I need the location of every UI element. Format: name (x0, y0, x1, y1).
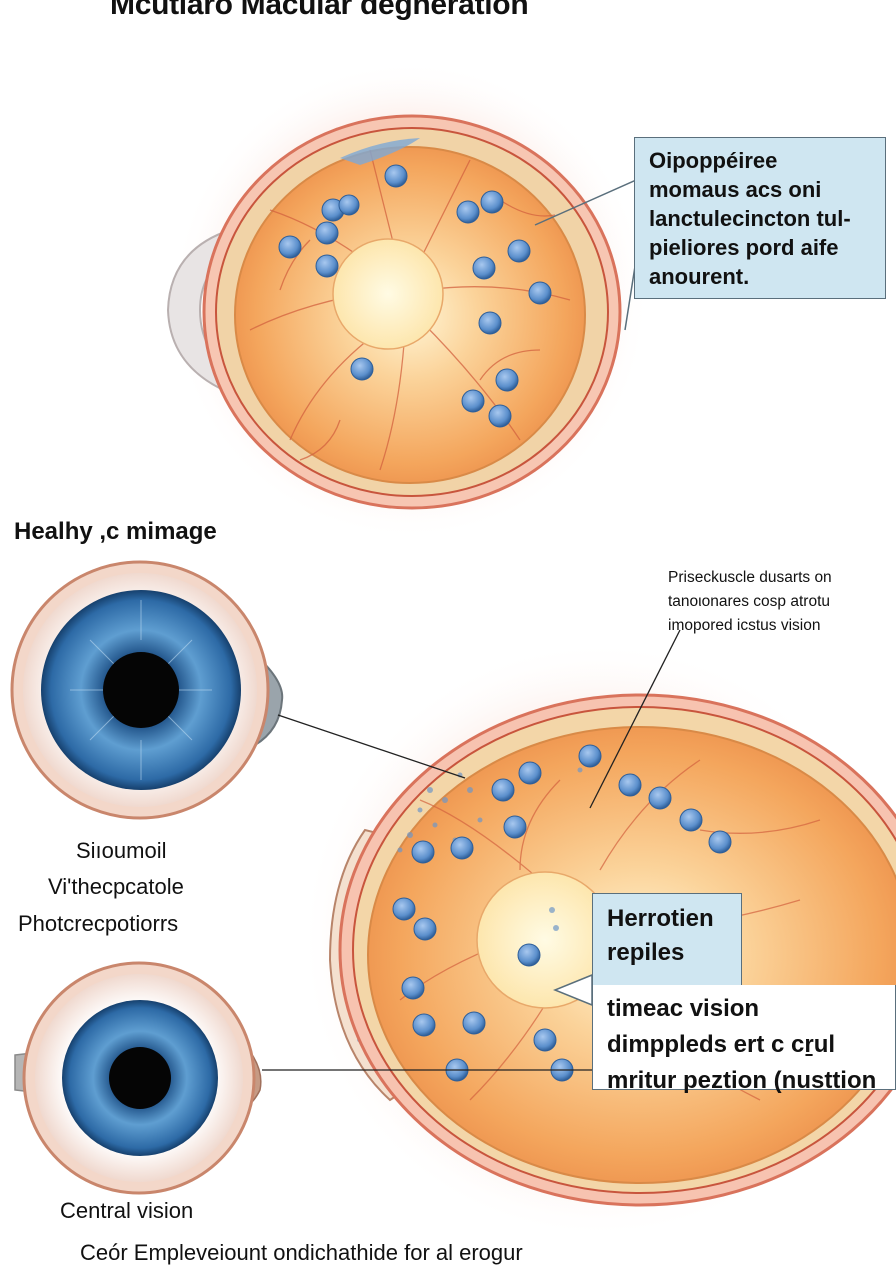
bottom-callout-line: Herrotien (607, 905, 714, 932)
top-callout-line: lanctulecincton tul- (649, 206, 851, 231)
bottom-callout-line: timeac vision (607, 995, 760, 1022)
central-vision-label: Central vision (60, 1198, 194, 1223)
bottom-callout-bottom: timeac vision dimppleds ert c cṟul mrit… (592, 985, 896, 1094)
bottom-callout-line: mritur peztion (nusttion (607, 1067, 877, 1094)
left-label-line: Siıoumoil (76, 838, 167, 863)
leader-lines (262, 629, 681, 1071)
top-retina (166, 60, 650, 540)
left-label-line: Vi'thecpcatole (48, 874, 184, 899)
healthy-eye (10, 560, 284, 820)
top-callout-line: momaus acs oni (649, 177, 822, 202)
top-drusen (278, 164, 552, 428)
top-callout-line: Oipoppéiree (649, 148, 778, 173)
top-callout-line: pieliores pord aife (649, 235, 839, 260)
right-note-line: Priseckuscle dusarts on (668, 569, 832, 586)
bottom-drusen (392, 744, 732, 1082)
right-note-line: tanoιonares cosp atrotu (668, 593, 830, 610)
left-label-line: Photcrecpotiorrs (18, 911, 179, 936)
bottom-callout-line: repiles (607, 939, 685, 966)
right-note: Priseckuscle dusarts on tanoιonares cosp… (668, 566, 832, 638)
top-callout: Oipoppéiree momaus acs oni lanctulecinct… (634, 137, 886, 299)
central-vision-eye (14, 961, 262, 1195)
right-note-line: imopored icstus vision (668, 617, 821, 634)
bottom-callout-line: dimppleds ert c cṟul (607, 1031, 836, 1058)
bottom-callout-top: Herrotien repiles (592, 893, 742, 985)
footer-caption: Ceór Empleveiount ondichathide for al er… (80, 1240, 523, 1265)
top-callout-line: anourent. (649, 264, 750, 289)
page-title: Mcutlaro Macular degneration (110, 0, 529, 21)
healthy-label: Healhy ,c mimage (14, 518, 217, 545)
